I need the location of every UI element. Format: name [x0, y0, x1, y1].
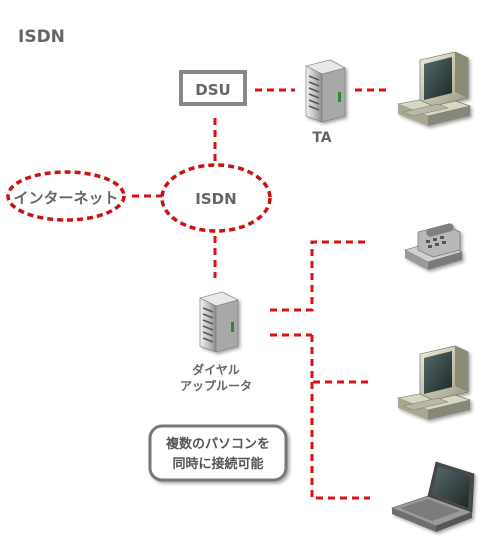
- computer-icon: [396, 51, 472, 126]
- isdn-node: ISDN: [160, 163, 272, 233]
- internet-node: インターネット: [6, 170, 126, 222]
- phone-icon: [404, 223, 463, 270]
- computer-icon: [396, 345, 472, 420]
- isdn-label: ISDN: [195, 190, 236, 208]
- laptop-icon: [391, 461, 475, 532]
- dsu-node: DSU: [179, 70, 247, 106]
- connection-lines: [132, 88, 390, 500]
- router-device-icon: [199, 291, 239, 353]
- dsu-label: DSU: [195, 81, 230, 99]
- page-title: ISDN: [18, 27, 65, 47]
- note-line1: 複数のパソコンを: [165, 436, 270, 452]
- ta-device-icon: [305, 59, 346, 123]
- note-line2: 同時に接続可能: [172, 456, 263, 472]
- line-branch-laptop: [310, 382, 370, 500]
- note-box: 複数のパソコンを 同時に接続可能: [148, 424, 288, 482]
- router-label-line2: アップルータ: [180, 378, 252, 393]
- router-label-line1: ダイヤル: [192, 362, 240, 377]
- ta-label: TA: [312, 130, 331, 146]
- line-router-phone: [270, 240, 370, 312]
- internet-label: インターネット: [13, 189, 118, 207]
- line-branch-pc: [310, 335, 370, 384]
